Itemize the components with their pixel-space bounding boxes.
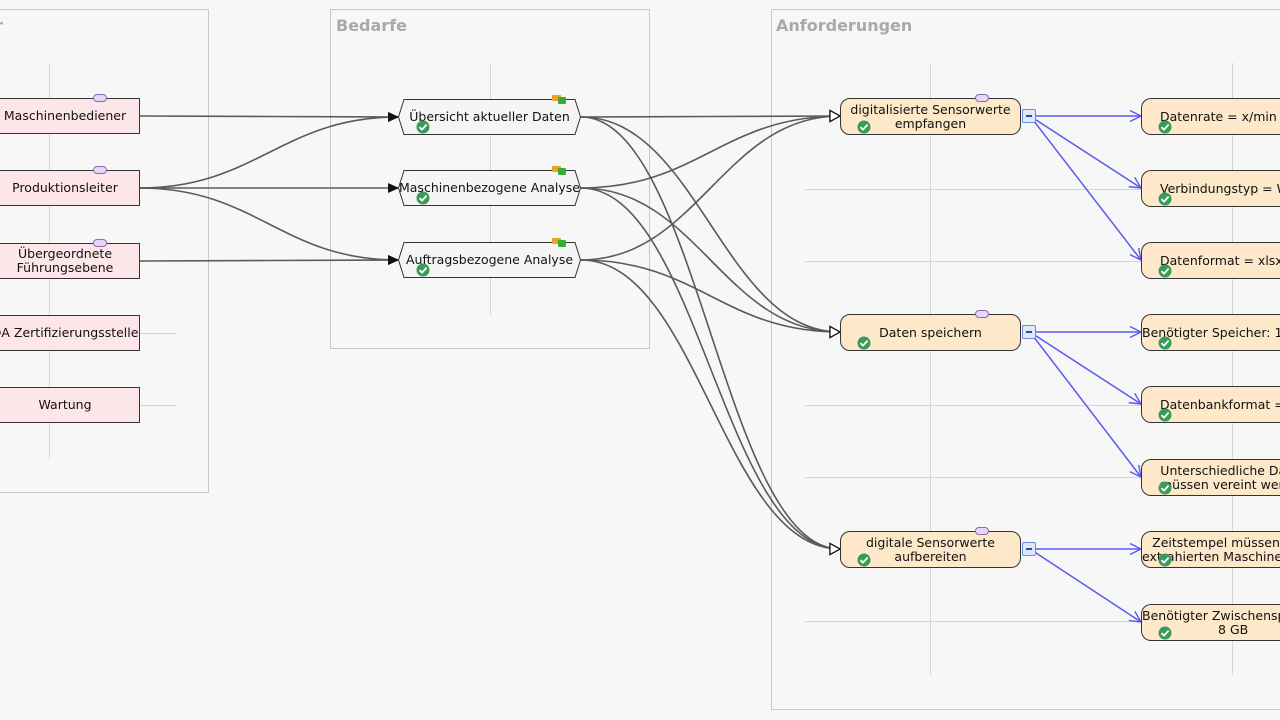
check-circle-icon — [1158, 192, 1172, 206]
grid-line — [930, 63, 931, 675]
stakeholder-node[interactable]: Produktionsleiter — [0, 170, 140, 206]
derived-requirement-label: Datenrate = x/min — [1160, 108, 1277, 124]
edge-need-requirement — [580, 116, 840, 549]
flag-icon — [552, 238, 566, 247]
check-circle-icon — [1158, 264, 1172, 278]
requirements-panel — [771, 9, 1280, 710]
grid-line — [805, 477, 1145, 478]
check-circle-icon — [1158, 336, 1172, 350]
note-pill-icon[interactable] — [93, 239, 107, 247]
note-pill-icon[interactable] — [93, 94, 107, 102]
edge-requirement-refinement — [1029, 115, 1143, 189]
flag-icon — [552, 95, 566, 104]
check-circle-icon — [416, 120, 430, 134]
check-circle-icon — [1158, 626, 1172, 640]
derived-requirement-label: Unterschiedliche Datenmüssen vereint wer… — [1160, 462, 1280, 492]
edge-need-requirement — [580, 116, 840, 189]
grid-line — [140, 405, 176, 406]
need-shape — [398, 170, 581, 206]
grid-line — [1232, 63, 1233, 675]
edge-need-requirement — [580, 116, 840, 261]
note-pill-icon[interactable] — [975, 527, 989, 535]
derived-requirement-label: Verbindungstyp = WLAN — [1160, 180, 1280, 196]
need-shape — [398, 242, 581, 278]
needs-panel-title: Bedarfe — [336, 16, 407, 35]
stakeholder-node[interactable]: Wartung — [0, 387, 140, 423]
grid-line — [805, 189, 1145, 190]
check-circle-icon — [416, 191, 430, 205]
stakeholders-panel-title: r — [0, 16, 3, 35]
collapse-minus-icon[interactable] — [1022, 325, 1036, 339]
grid-line — [805, 621, 1145, 622]
stakeholder-label: QA Zertifizierungsstelle — [0, 325, 139, 340]
stakeholder-label: Wartung — [38, 397, 92, 412]
edge-stakeholder-need — [139, 111, 399, 122]
requirements-panel-title: Anforderungen — [776, 16, 913, 35]
check-circle-icon — [416, 263, 430, 277]
stakeholders-panel — [0, 9, 209, 493]
check-circle-icon — [1158, 481, 1172, 495]
edge-requirement-refinement — [1029, 331, 1143, 405]
check-circle-icon — [857, 120, 871, 134]
edge-requirement-refinement — [1029, 331, 1142, 479]
need-shape — [398, 99, 581, 135]
grid-line — [805, 405, 1145, 406]
edge-need-requirement — [580, 259, 840, 332]
edge-stakeholder-need — [139, 255, 399, 266]
stakeholder-label: Produktionsleiter — [12, 180, 118, 195]
edge-stakeholder-need — [139, 112, 399, 189]
check-circle-icon — [1158, 120, 1172, 134]
edge-need-requirement — [580, 116, 840, 332]
check-circle-icon — [857, 553, 871, 567]
edge-need-requirement — [580, 187, 840, 332]
edge-stakeholder-need — [139, 187, 399, 265]
grid-line — [805, 261, 1145, 262]
stakeholder-node[interactable]: QA Zertifizierungsstelle — [0, 315, 140, 351]
derived-requirement-label: Datenbankformat = SQL — [1160, 396, 1280, 412]
collapse-minus-icon[interactable] — [1022, 542, 1036, 556]
flag-icon — [552, 166, 566, 175]
note-pill-icon[interactable] — [975, 310, 989, 318]
check-circle-icon — [1158, 408, 1172, 422]
grid-line — [140, 333, 176, 334]
collapse-minus-icon[interactable] — [1022, 109, 1036, 123]
check-circle-icon — [1158, 553, 1172, 567]
note-pill-icon[interactable] — [93, 166, 107, 174]
stakeholder-node[interactable]: Maschinenbediener — [0, 98, 140, 134]
stakeholder-label: Maschinenbediener — [3, 108, 127, 123]
check-circle-icon — [857, 336, 871, 350]
note-pill-icon[interactable] — [975, 94, 989, 102]
derived-requirement-label: Datenformat = xlsx — [1160, 252, 1280, 268]
edge-need-requirement — [580, 187, 840, 549]
edge-requirement-refinement — [1029, 115, 1142, 262]
edge-requirement-refinement — [1029, 548, 1143, 623]
requirement-label: Daten speichern — [879, 324, 982, 340]
edge-need-requirement — [580, 116, 840, 117]
edge-need-requirement — [580, 259, 840, 549]
